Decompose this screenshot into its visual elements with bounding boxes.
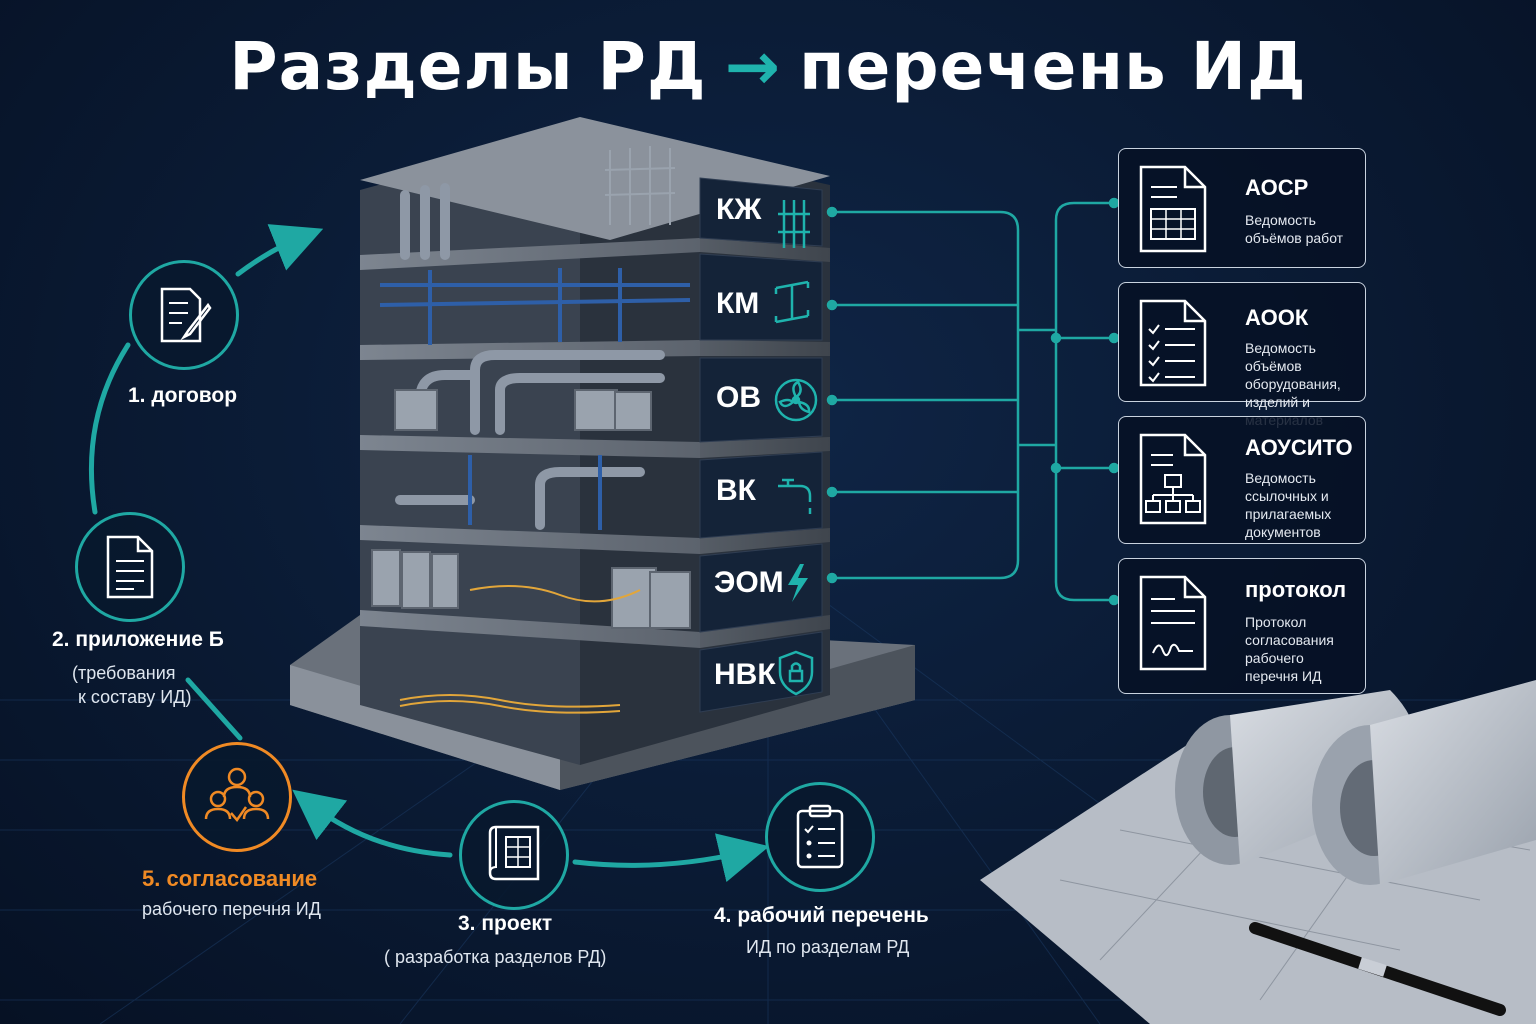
- lightning-icon: [788, 564, 808, 602]
- fan-icon: [774, 378, 818, 422]
- title-arrow: →: [724, 28, 781, 105]
- building-illustration: [290, 117, 915, 790]
- document-card-protocol[interactable]: протокол Протокол согласования рабочего …: [1118, 558, 1366, 694]
- step-3-label: 3. проект: [458, 912, 553, 935]
- title-left: Разделы РД: [229, 28, 707, 105]
- document-description: Протокол согласования рабочего перечня И…: [1245, 614, 1334, 684]
- step-5-circle[interactable]: [182, 742, 292, 852]
- document-title: АОСР: [1245, 175, 1309, 200]
- section-icons: [774, 200, 818, 696]
- document-description: Ведомость объёмов работ: [1245, 212, 1344, 246]
- step-2-sub-2: к составу ИД): [78, 687, 192, 707]
- blueprint-rolls-illustration: [980, 680, 1536, 1024]
- document-description: Ведомость ссылочных и прилагаемых докуме…: [1245, 470, 1332, 540]
- signed-document-icon: [1139, 575, 1207, 671]
- document-icon: [106, 535, 154, 599]
- steel-beam-icon: [774, 280, 810, 324]
- title-right: перечень ИД: [799, 28, 1307, 105]
- table-document-icon: [1139, 165, 1207, 253]
- section-label-ov: ОВ: [716, 381, 761, 414]
- document-title: АООК: [1245, 305, 1309, 330]
- faucet-icon: [778, 478, 812, 514]
- section-label-vk: ВК: [716, 474, 756, 507]
- document-card-aook[interactable]: АООК Ведомость объёмов оборудования, изд…: [1118, 282, 1366, 428]
- checklist-document-icon: [1139, 299, 1207, 387]
- hierarchy-document-icon: [1139, 433, 1207, 525]
- rebar-icon: [778, 200, 810, 248]
- step-2-label: 2. приложение Б: [52, 628, 224, 651]
- pen-illustration: [1249, 922, 1506, 1016]
- document-title: АОУСИТО: [1245, 435, 1353, 460]
- section-label-eom: ЭОМ: [714, 566, 784, 599]
- connector-lines: [826, 197, 1120, 606]
- process-arrows: [88, 224, 770, 883]
- section-label-km: КМ: [716, 287, 760, 320]
- step-4-sub: ИД по разделам РД: [746, 937, 910, 957]
- step-3-circle[interactable]: [459, 800, 569, 910]
- people-approval-icon: [204, 767, 270, 823]
- shield-lock-icon: [778, 650, 814, 696]
- step-5-sub: рабочего перечня ИД: [142, 899, 321, 919]
- clipboard-checklist-icon: [796, 804, 844, 869]
- step-3-sub: ( разработка разделов РД): [384, 947, 607, 967]
- step-1-circle[interactable]: [129, 260, 239, 370]
- step-5-label: 5. согласование: [142, 866, 318, 891]
- section-label-kzh: КЖ: [716, 193, 762, 226]
- section-label-nvk: НВК: [714, 658, 776, 691]
- step-4-label: 4. рабочий перечень: [714, 904, 929, 927]
- step-4-circle[interactable]: [765, 782, 875, 892]
- document-title: протокол: [1245, 577, 1347, 602]
- page-title: Разделы РД→перечень ИД: [0, 28, 1536, 105]
- contract-pen-icon: [160, 287, 212, 343]
- step-2-sub-1: (требования: [72, 663, 176, 683]
- blueprint-icon: [488, 825, 540, 881]
- document-card-aosr[interactable]: АОСР Ведомость объёмов работ: [1118, 148, 1366, 268]
- step-1-label: 1. договор: [128, 384, 238, 407]
- step-2-circle[interactable]: [75, 512, 185, 622]
- document-card-aousito[interactable]: АОУСИТО Ведомость ссылочных и прилагаемы…: [1118, 416, 1366, 544]
